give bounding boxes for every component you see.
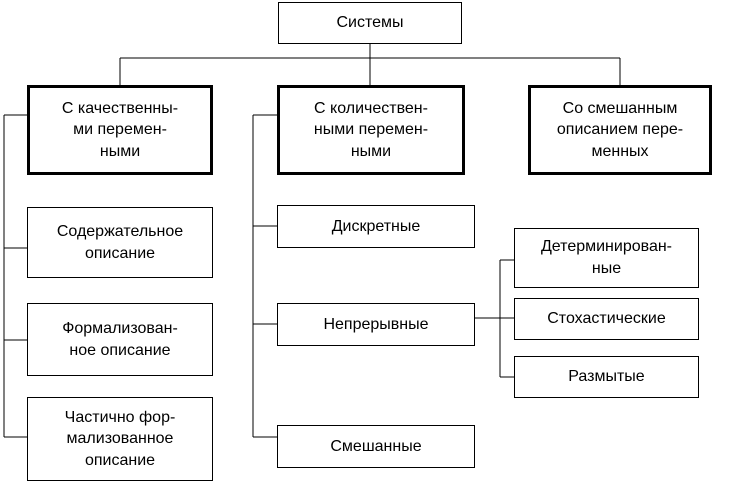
category-qualitative-label: С качественны- ми перемен- ными [61,99,179,160]
category-mixed: Со смешанным описанием пере- менных [528,85,712,175]
node-formalized-description: Формализован- ное описание [27,303,213,376]
root-label: Системы [336,14,404,32]
node-formalized-label: Формализован- ное описание [62,319,178,359]
node-continuous-label: Непрерывные [323,315,429,333]
node-discrete-label: Дискретные [331,217,421,235]
node-fuzzy: Размытые [514,356,699,398]
category-qualitative: С качественны- ми перемен- ными [27,85,213,175]
node-stochastic-label: Стохастические [547,310,666,328]
category-quantitative: С количествен- ными перемен- ными [277,85,465,175]
node-fuzzy-label: Размытые [568,368,645,386]
node-partially-formalized-description: Частично фор- мализованное описание [27,397,213,481]
node-mixed-quantitative: Смешанные [277,425,475,468]
node-meaningful-label: Содержательное описание [56,222,184,262]
root-node: Системы [278,2,462,44]
category-mixed-label: Со смешанным описанием пере- менных [556,99,684,160]
node-deterministic-label: Детерминирован- ные [540,238,673,277]
node-partial-label: Частично фор- мализованное описание [64,408,176,469]
node-meaningful-description: Содержательное описание [27,207,213,278]
node-discrete: Дискретные [277,205,475,248]
node-continuous: Непрерывные [277,303,475,346]
node-deterministic: Детерминирован- ные [514,228,699,288]
node-mixed-quant-label: Смешанные [330,437,422,455]
category-quantitative-label: С количествен- ными перемен- ными [313,99,429,160]
node-stochastic: Стохастические [514,298,699,340]
